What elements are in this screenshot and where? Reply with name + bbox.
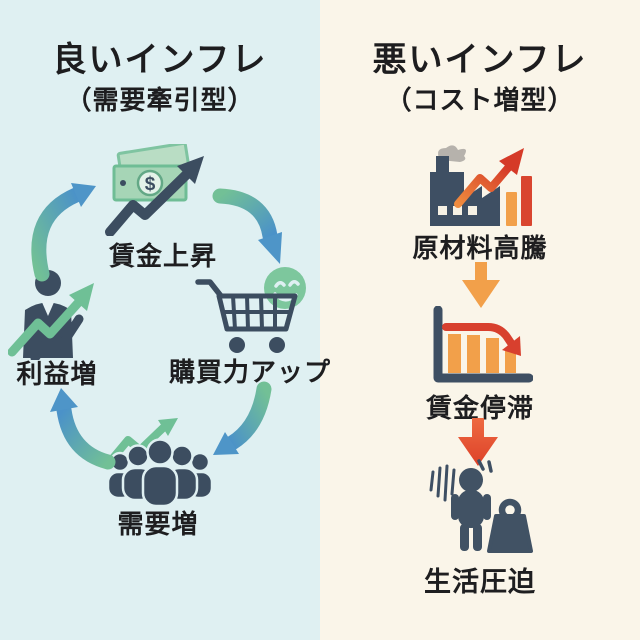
cycle-arrow-purchasing-to-demand <box>213 381 272 455</box>
good-inflation-subtitle: （需要牽引型） <box>65 85 255 115</box>
good-inflation-title: 良いインフレ <box>52 41 268 79</box>
declining-bar-chart-icon <box>433 306 533 383</box>
burdened-person-weight-icon <box>429 459 533 553</box>
dollar-sign: $ <box>145 174 156 195</box>
cycle-arrow-wage-to-purchasing <box>212 188 282 264</box>
down-arrow-icon-red <box>458 418 498 466</box>
businessman-rising-chart-icon <box>8 270 94 360</box>
down-arrow-icon-orange <box>462 262 500 308</box>
money-bills-rising-arrow-icon: $ <box>105 144 204 236</box>
crowd-rising-arrow-icon <box>104 418 214 506</box>
cycle-node-label-wage-rise: 賃金上昇 <box>108 241 217 271</box>
cycle-arrow-profit-to-wage <box>31 183 96 282</box>
cycle-node-label-purchasing-power: 購買力アップ <box>168 357 331 387</box>
cycle-arrow-demand-to-profit <box>50 388 116 470</box>
factory-rising-costs-icon <box>430 145 532 226</box>
shopping-cart-smiley-icon <box>195 267 306 353</box>
flow-step-label-raw-materials: 原材料高騰 <box>412 233 548 263</box>
bad-inflation-title: 悪いインフレ <box>372 41 588 79</box>
cycle-node-label-profit-rise: 利益増 <box>16 359 98 389</box>
bad-inflation-subtitle: （コスト増型） <box>385 85 575 115</box>
cycle-node-label-demand-rise: 需要増 <box>117 509 199 539</box>
flow-step-label-life-squeeze: 生活圧迫 <box>424 567 536 597</box>
